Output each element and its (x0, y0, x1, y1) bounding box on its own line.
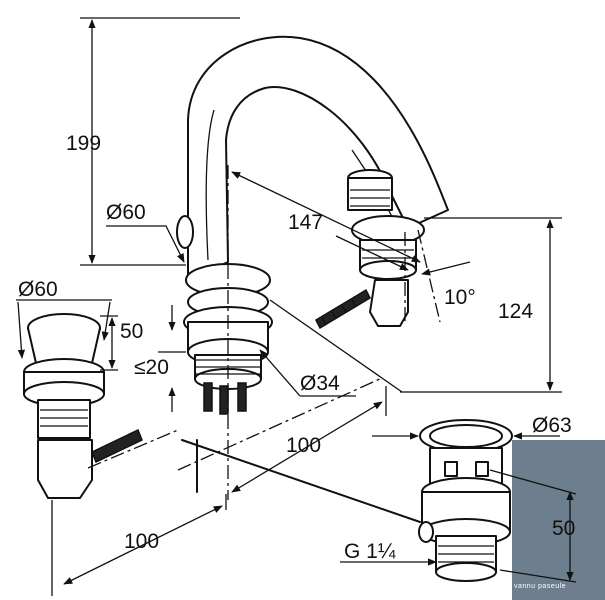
watermark-text: vannu paseule (514, 583, 566, 590)
dim-waste-height: 50 (552, 517, 575, 540)
dim-waste-diameter: Ø63 (532, 414, 572, 437)
dim-base-diameter: Ø34 (300, 372, 340, 395)
dim-handle-height: 50 (120, 320, 143, 343)
dim-spacing-right: 100 (286, 434, 321, 457)
dimension-labels: 199 147 Ø60 Ø60 50 ≤20 Ø34 10° 124 100 Ø… (18, 132, 575, 563)
dim-reach-147: 147 (288, 211, 323, 234)
dim-height-199: 199 (66, 132, 101, 155)
dim-deck-thickness: ≤20 (134, 356, 169, 379)
dim-waste-thread: G 1¼ (344, 540, 396, 563)
left-valve (23, 313, 143, 499)
dimension-lines (16, 17, 577, 596)
dim-spout-diameter: Ø60 (106, 201, 146, 224)
dim-spacing-left: 100 (124, 530, 159, 553)
dim-tilt-angle: 10° (444, 286, 476, 309)
dim-outlet-height: 124 (498, 300, 533, 323)
dim-handle-diameter: Ø60 (18, 278, 58, 301)
watermark: vannu paseule (512, 440, 605, 600)
waste-assembly (418, 419, 513, 582)
